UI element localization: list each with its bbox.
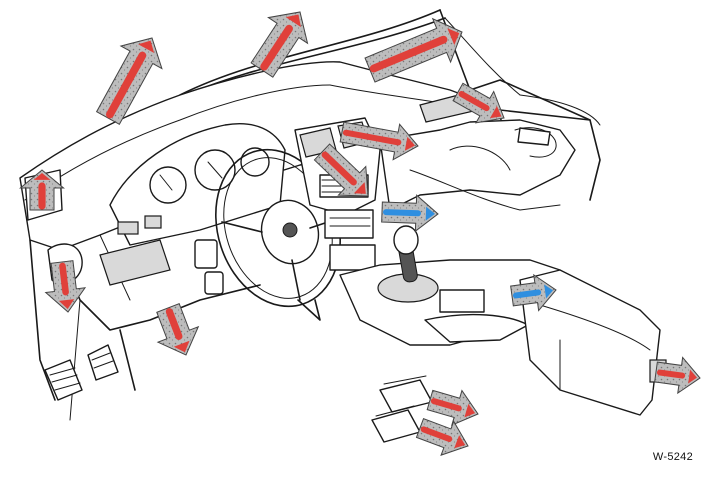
center-console [339, 225, 561, 346]
airflow-arrow-center-vent-left [313, 143, 369, 197]
airflow-arrow-armrest-outlet [510, 273, 557, 312]
airflow-arrow-rear-console [654, 356, 701, 395]
airflow-arrows [19, 11, 701, 456]
rear-footwell-ducts [371, 375, 433, 443]
airflow-arrow-upper-left-windshield-flow-mark [106, 51, 147, 119]
airflow-arrow-rear-console-flow-tip [688, 369, 698, 384]
airflow-arrow-windshield-center-flow-tip [285, 14, 301, 28]
airflow-arrow-left-vent-flow-tip [58, 299, 75, 310]
airflow-arrow-armrest-outlet-flow-mark [512, 289, 542, 299]
airflow-arrow-console-outlet-flow-mark [382, 209, 422, 217]
airflow-arrow-rear-footwell-lower-flow-mark [420, 426, 453, 442]
airflow-arrow-windshield-center-flow-mark [260, 24, 293, 71]
airflow-arrow-center-vent-right [339, 121, 419, 161]
airflow-arrow-console-outlet-flow-tip [425, 206, 436, 221]
airflow-arrow-right-door-vent [452, 82, 505, 124]
right-dash-and-door [379, 79, 601, 211]
airflow-arrow-windshield-center [250, 11, 309, 78]
airflow-arrow-left-vent [44, 260, 87, 313]
airflow-arrow-center-vent-left-flow-tip [353, 182, 366, 194]
airflow-arrow-center-vent-left-flow-mark [321, 151, 357, 186]
airflow-arrow-right-door-vent-flow-tip [490, 105, 502, 119]
airflow-arrow-rear-footwell-lower [415, 417, 469, 456]
airflow-arrow-rear-footwell-upper-flow-tip [464, 403, 476, 418]
airflow-arrow-windshield-right [364, 17, 463, 83]
airflow-arrow-left-side-window-flow-tip [33, 173, 51, 180]
figure-code: W-5242 [652, 451, 693, 463]
airflow-arrow-windshield-right-flow-tip [447, 28, 460, 46]
steering-wheel [215, 148, 341, 321]
pedals-footwell [44, 329, 136, 401]
airflow-arrow-upper-left-windshield-flow-tip [138, 40, 155, 53]
airflow-arrow-left-footwell-flow-tip [173, 340, 190, 353]
airflow-arrow-left-footwell [156, 303, 200, 356]
airflow-arrow-windshield-right-flow-mark [369, 35, 448, 73]
airflow-arrow-rear-console-flow-mark [656, 369, 686, 379]
airflow-arrow-left-footwell-flow-mark [165, 308, 183, 340]
airflow-arrow-rear-footwell-upper [426, 389, 479, 426]
airflow-arrow-console-outlet [381, 194, 439, 233]
airflow-arrow-upper-left-windshield [95, 37, 163, 125]
instrument-cluster [109, 123, 286, 246]
airflow-arrow-right-door-vent-flow-mark [458, 90, 490, 112]
airflow-arrow-rear-footwell-upper-flow-mark [430, 398, 462, 412]
airflow-arrow-left-side-window [19, 169, 65, 211]
airflow-arrow-left-vent-flow-mark [59, 262, 69, 296]
airflow-arrow-center-vent-right-flow-tip [404, 136, 416, 151]
airflow-arrow-rear-footwell-lower-flow-tip [454, 435, 466, 449]
airflow-arrow-center-vent-right-flow-mark [342, 129, 402, 146]
airflow-arrow-armrest-outlet-flow-tip [544, 284, 554, 299]
